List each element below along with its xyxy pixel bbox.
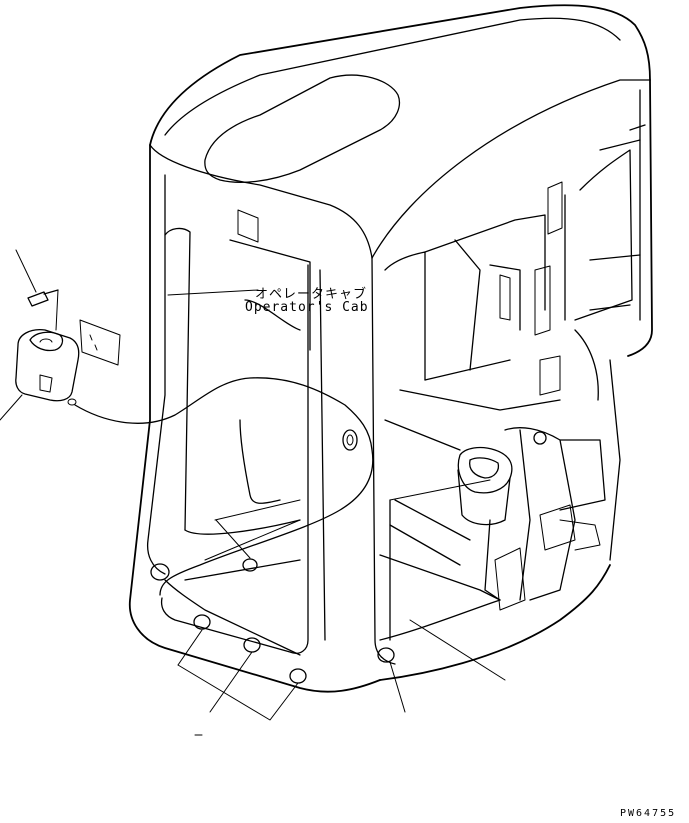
- roof-window: [204, 74, 401, 183]
- cab-floor: [184, 359, 621, 681]
- cab-right-frame: [371, 79, 653, 665]
- relay-assembly: [15, 289, 121, 406]
- drawing-code: PW64755: [620, 808, 677, 819]
- cab-roof: [149, 4, 651, 259]
- rear-interior: [424, 214, 561, 396]
- operator-console: [457, 427, 601, 611]
- leader-lines: [0, 249, 506, 736]
- grommets: [150, 429, 547, 684]
- door-frame: [160, 264, 326, 654]
- right-side-panels: [574, 139, 641, 401]
- cab-left-frame: [128, 144, 381, 693]
- operator-cab-label-english: Operator's Cab: [245, 300, 369, 315]
- operator-cab-label-japanese: オペレータキャブ: [255, 287, 368, 302]
- wiring-harness: [74, 377, 501, 656]
- frame-tags: [237, 181, 563, 243]
